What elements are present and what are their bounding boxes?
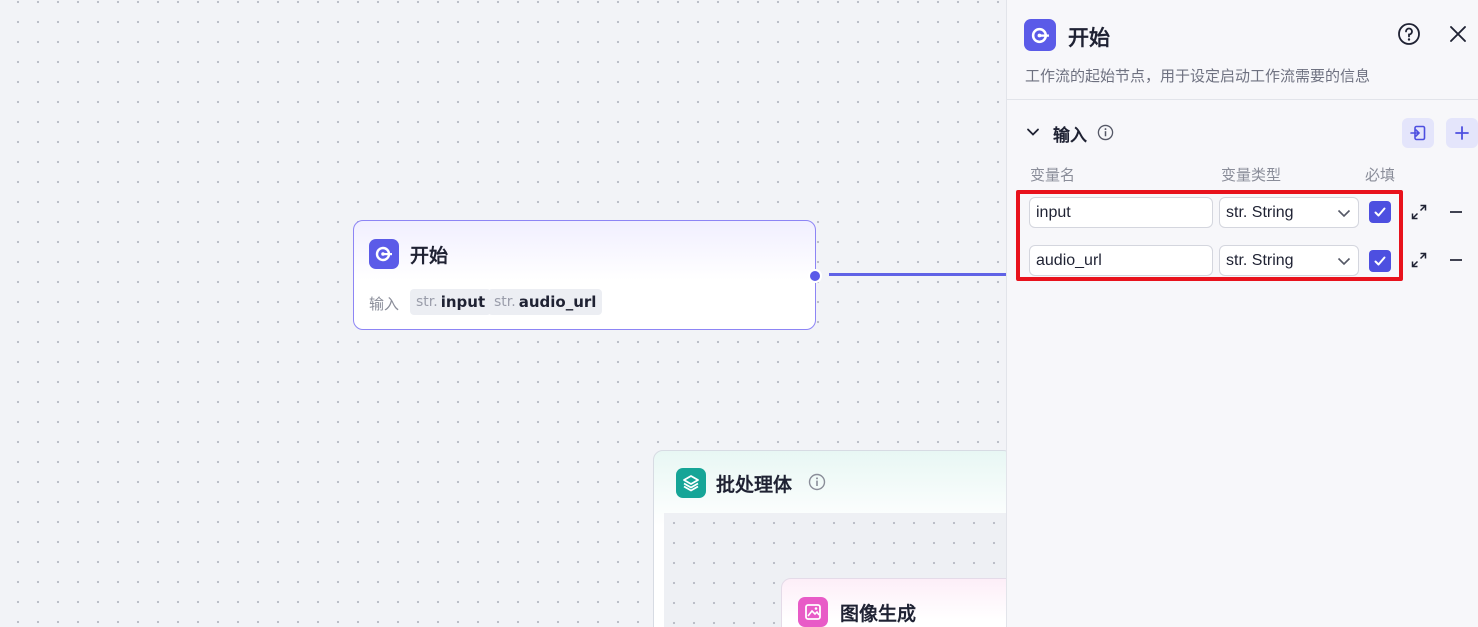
start-node-title: 开始 xyxy=(410,245,449,267)
close-icon[interactable] xyxy=(1447,23,1469,49)
start-node[interactable]: 开始 输入 str. input str. audio_url xyxy=(353,220,816,330)
variable-type-select[interactable]: str. String xyxy=(1219,245,1359,276)
panel-description: 工作流的起始节点，用于设定启动工作流需要的信息 xyxy=(1025,67,1371,85)
column-header-type: 变量类型 xyxy=(1221,166,1282,184)
info-icon[interactable] xyxy=(1097,124,1114,145)
import-button[interactable] xyxy=(1402,118,1434,148)
required-checkbox[interactable] xyxy=(1369,250,1391,272)
chevron-down-icon[interactable] xyxy=(1025,124,1041,144)
variable-type-value: str. String xyxy=(1226,251,1294,269)
chip-name: audio_url xyxy=(518,293,597,311)
input-chip-audio-url: str. audio_url xyxy=(488,289,603,315)
required-checkbox[interactable] xyxy=(1369,201,1391,223)
start-node-icon xyxy=(1024,19,1056,51)
variable-type-select[interactable]: str. String xyxy=(1219,197,1359,228)
image-gen-node-title: 图像生成 xyxy=(840,603,917,625)
connection-edge[interactable] xyxy=(829,273,1009,276)
variable-type-value: str. String xyxy=(1226,203,1294,221)
start-node-icon xyxy=(369,239,399,269)
image-gen-node[interactable]: 图像生成 xyxy=(781,578,1021,627)
chip-name: input xyxy=(440,293,486,311)
check-icon xyxy=(1374,256,1386,266)
batch-node-title: 批处理体 xyxy=(716,474,793,496)
input-chip-input: str. input xyxy=(410,289,492,315)
minus-icon[interactable] xyxy=(1448,251,1464,273)
panel-title: 开始 xyxy=(1068,26,1110,50)
expand-icon[interactable] xyxy=(1410,203,1428,225)
input-section-title: 输入 xyxy=(1053,126,1087,146)
node-config-panel: 开始 工作流的起始节点，用于设定启动工作流需要的信息 输入 变量名 变量类型 必… xyxy=(1006,0,1478,627)
minus-icon[interactable] xyxy=(1448,203,1464,225)
start-node-input-label: 输入 xyxy=(369,295,400,313)
expand-icon[interactable] xyxy=(1410,251,1428,273)
info-icon[interactable] xyxy=(808,473,826,495)
chevron-down-icon xyxy=(1337,257,1351,265)
check-icon xyxy=(1374,207,1386,217)
start-node-output-port[interactable] xyxy=(808,269,822,283)
variable-name-input[interactable]: audio_url xyxy=(1029,245,1213,276)
plus-icon xyxy=(1455,126,1469,140)
variable-name-input[interactable]: input xyxy=(1029,197,1213,228)
chevron-down-icon xyxy=(1337,209,1351,217)
chip-type: str. xyxy=(416,294,438,310)
column-header-required: 必填 xyxy=(1365,166,1396,184)
add-variable-button[interactable] xyxy=(1446,118,1478,148)
chip-type: str. xyxy=(494,294,516,310)
divider xyxy=(1007,99,1478,100)
import-icon xyxy=(1410,125,1426,141)
image-gen-icon xyxy=(798,597,828,627)
column-header-name: 变量名 xyxy=(1030,166,1076,184)
batch-icon xyxy=(676,468,706,498)
help-icon[interactable] xyxy=(1397,22,1421,50)
